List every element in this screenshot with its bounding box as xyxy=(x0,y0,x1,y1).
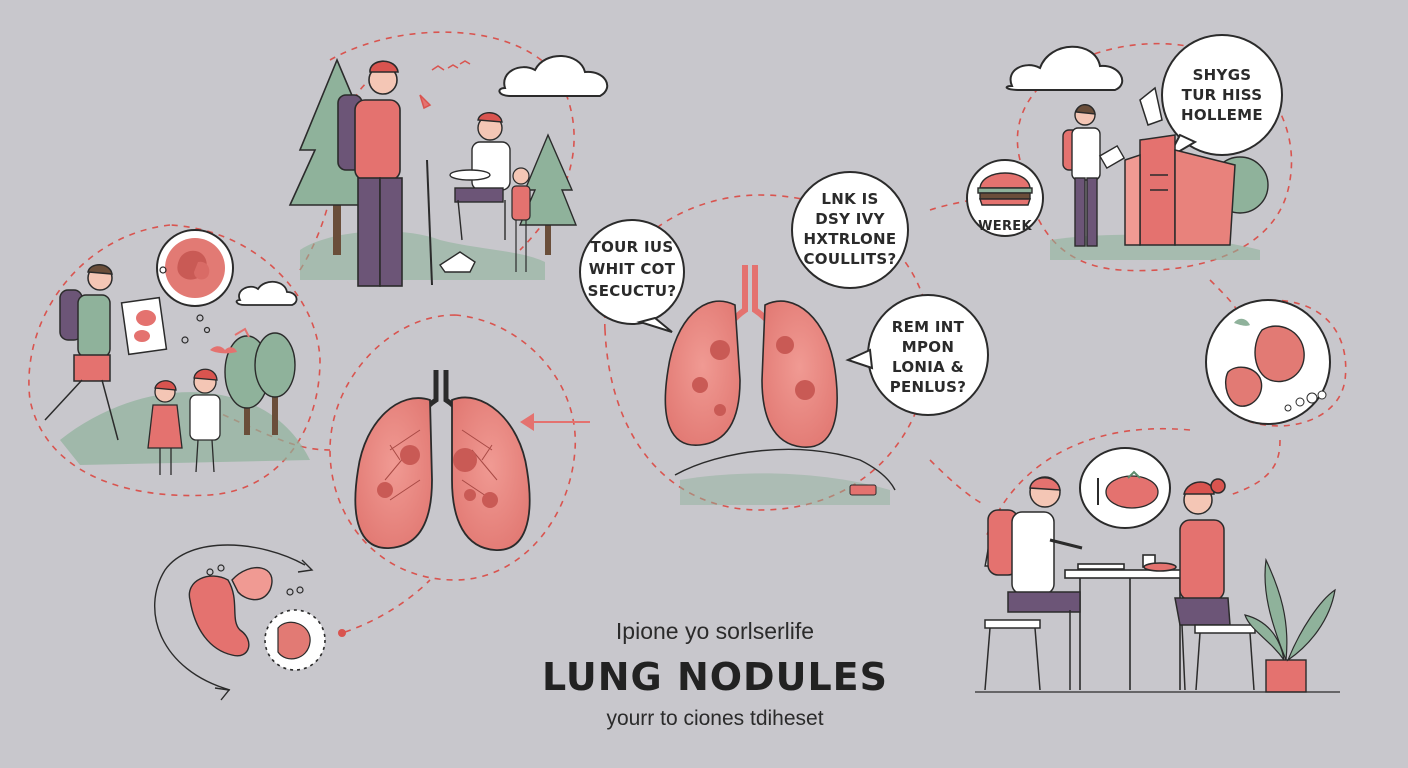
building xyxy=(1124,86,1236,246)
girl-figure xyxy=(147,380,183,475)
tree-icon xyxy=(224,332,296,435)
title-block: Ipione yo sorlserlife LUNG NODULES yourr… xyxy=(480,618,950,731)
woman-figure xyxy=(189,368,221,473)
birds xyxy=(419,60,471,110)
hiker-man xyxy=(337,60,433,287)
svg-text:WEREK: WEREK xyxy=(978,219,1032,234)
arrow-icon xyxy=(520,413,590,431)
woman-cafe xyxy=(1174,478,1256,691)
burger-sign: WEREK xyxy=(966,159,1044,237)
title-subline: yourr to ciones tdiheset xyxy=(606,707,824,730)
man-cafe xyxy=(984,476,1083,691)
hiking-scene xyxy=(288,57,578,287)
person-with-tablet xyxy=(1062,104,1126,247)
seated-person xyxy=(449,112,511,241)
bubbles-dots xyxy=(159,266,211,344)
walking-man xyxy=(44,264,168,441)
plant-icon xyxy=(1244,557,1336,693)
family-walk-scene xyxy=(44,229,310,475)
cloud-icon xyxy=(498,55,609,97)
cloud-icon xyxy=(235,280,298,306)
page-title: LUNG NODULES xyxy=(542,655,888,699)
nodule-loop xyxy=(154,544,346,701)
title-kicker: Ipione yo sorlserlife xyxy=(615,618,815,644)
lungs-icon xyxy=(354,370,531,551)
market-scene: WEREK xyxy=(966,86,1269,260)
burger-icon xyxy=(977,172,1033,206)
lungs-icon xyxy=(664,265,896,505)
nodule-magnified-right xyxy=(1205,299,1331,425)
child-figure xyxy=(511,167,531,272)
food-bubble xyxy=(1079,447,1171,529)
cloud-icon xyxy=(1005,45,1124,91)
cafe-scene xyxy=(975,447,1340,693)
nodule-magnified xyxy=(156,229,234,307)
